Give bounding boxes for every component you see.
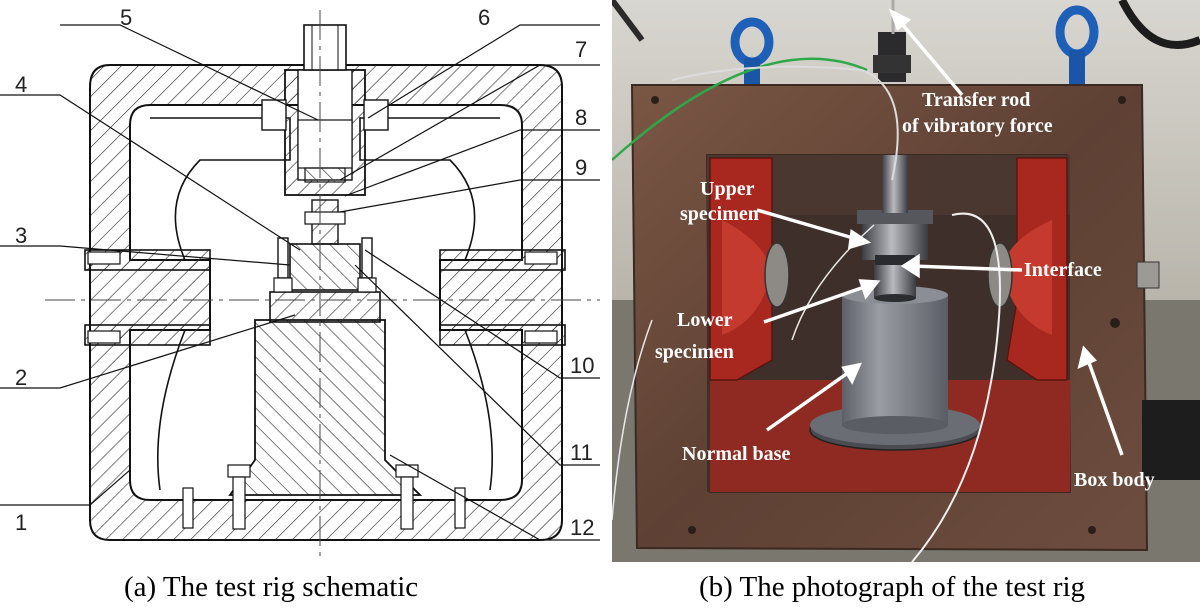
callout-11: 11 (570, 440, 593, 465)
upper-specimen-section (289, 243, 361, 291)
caption-schematic: (a) The test rig schematic (124, 571, 419, 603)
callout-1: 1 (15, 510, 27, 535)
label-box-body: Box body (1074, 469, 1155, 491)
caption-photograph: (b) The photograph of the test rig (699, 571, 1086, 603)
label-interface: Interface (1024, 259, 1102, 281)
callout-3: 3 (15, 223, 27, 248)
label-lower-2: specimen (655, 341, 734, 363)
callout-9: 9 (575, 155, 587, 180)
callout-6: 6 (478, 5, 490, 30)
annotation-arrows (756, 8, 1124, 456)
normal-base (842, 295, 948, 425)
callout-5: 5 (120, 5, 132, 30)
label-transfer-rod-1: Transfer rod (922, 89, 1030, 111)
callout-7: 7 (575, 37, 587, 62)
label-lower-1: Lower (677, 309, 733, 331)
schematic-panel: 1 2 3 4 5 6 7 8 9 10 11 12 (0, 0, 612, 562)
callout-10: 10 (570, 353, 594, 378)
callout-12: 12 (570, 515, 594, 540)
label-transfer-rod-2: of vibratory force (902, 115, 1053, 137)
photograph-panel: Transfer rod of vibratory force Upper sp… (612, 0, 1200, 562)
normal-base-section (228, 319, 423, 496)
label-upper-2: specimen (680, 203, 759, 225)
leader-lines (0, 24, 600, 541)
callout-4: 4 (15, 72, 27, 97)
callout-8: 8 (575, 105, 587, 130)
label-upper-1: Upper (700, 178, 755, 200)
test-rig-photo: Transfer rod of vibratory force Upper sp… (612, 0, 1200, 562)
label-normal-base: Normal base (682, 443, 790, 465)
callout-2: 2 (15, 365, 27, 390)
test-rig-schematic: 1 2 3 4 5 6 7 8 9 10 11 12 (0, 5, 600, 560)
